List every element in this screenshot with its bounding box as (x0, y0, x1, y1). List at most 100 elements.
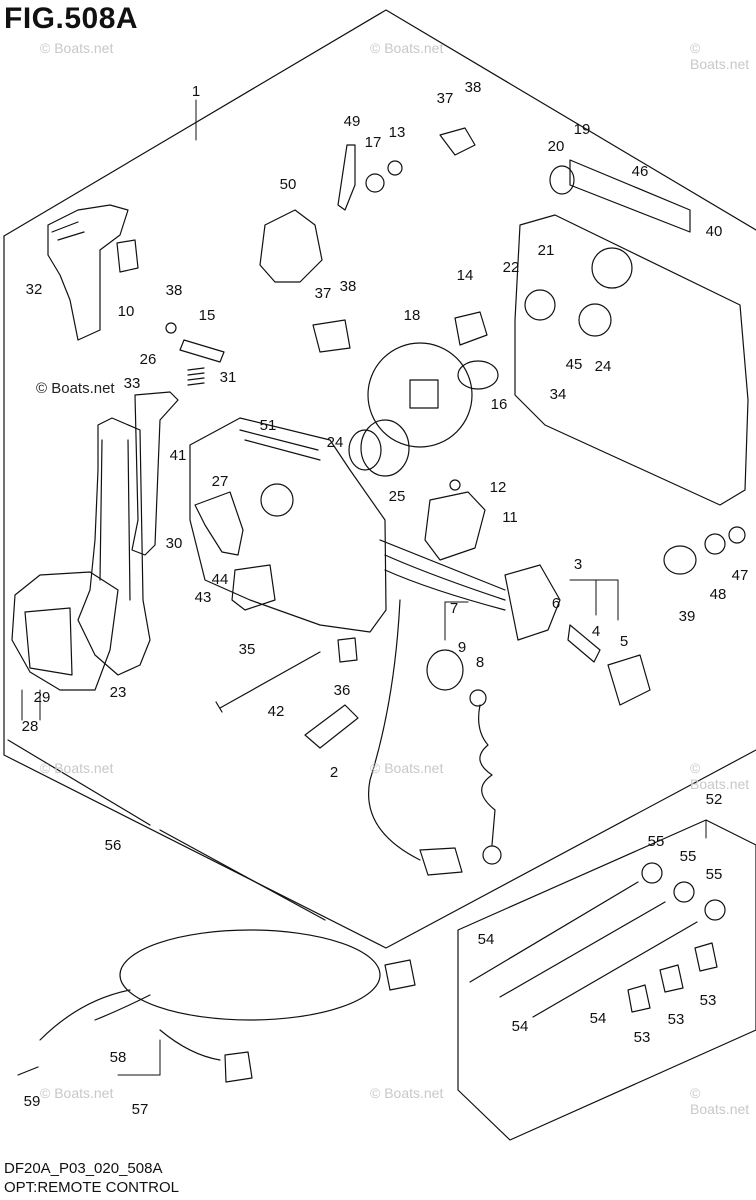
lever-49 (337, 144, 356, 211)
washer-24 (348, 429, 382, 471)
figure-code: DF20A_P03_020_508A (4, 1160, 163, 1177)
watermark: © Boats.net (40, 760, 114, 776)
callout-31: 31 (220, 369, 237, 386)
pin-15 (179, 339, 225, 363)
assembly-outline (3, 9, 756, 237)
callout-54: 54 (478, 931, 495, 948)
watermark: © Boats.net (690, 760, 750, 792)
callout-59: 59 (24, 1093, 41, 1110)
callout-5: 5 (620, 633, 628, 650)
callout-58: 58 (110, 1049, 127, 1066)
wire-harness (379, 539, 506, 611)
washer-55b (673, 881, 695, 903)
callout-44: 44 (212, 571, 229, 588)
callout-11: 11 (502, 509, 518, 526)
washer-55c (704, 899, 726, 921)
watermark: © Boats.net (370, 40, 444, 56)
callout-39: 39 (679, 608, 696, 625)
washer-55a (641, 862, 663, 884)
callout-16: 16 (491, 396, 508, 413)
knob-5 (607, 654, 651, 706)
watermark: © Boats.net (690, 40, 750, 72)
bolt-54b (499, 901, 666, 998)
callout-24: 24 (327, 434, 344, 451)
washer-25 (360, 419, 410, 477)
callout-27: 27 (212, 473, 229, 490)
callout-23: 23 (110, 684, 127, 701)
callout-38: 38 (465, 79, 482, 96)
callout-53: 53 (634, 1029, 651, 1046)
part-36 (337, 637, 358, 663)
watermark: © Boats.net (40, 40, 114, 56)
callout-13: 13 (389, 124, 406, 141)
screw-59 (17, 1066, 39, 1076)
cap-10 (116, 239, 139, 273)
callout-48: 48 (710, 586, 727, 603)
callout-32: 32 (26, 281, 43, 298)
plate-2 (304, 704, 359, 749)
callout-38: 38 (340, 278, 357, 295)
spacer-53b (659, 964, 684, 993)
part-14 (454, 311, 488, 346)
bolt-42 (219, 651, 321, 709)
callout-43: 43 (195, 589, 212, 606)
washer-16 (457, 360, 499, 390)
nut-47 (728, 526, 746, 544)
harness-57 (119, 929, 381, 1021)
callout-53: 53 (700, 992, 717, 1009)
spring-31 (187, 367, 205, 386)
bolt-54c (532, 921, 698, 1018)
figure-title: FIG.508A (4, 2, 139, 35)
buzzer-11 (424, 491, 486, 561)
callout-26: 26 (140, 351, 157, 368)
callout-15: 15 (199, 307, 216, 324)
assembly-outline-lower (3, 235, 756, 949)
watermark: © Boats.net (40, 1085, 114, 1101)
callout-42: 42 (268, 703, 285, 720)
callout-49: 49 (344, 113, 361, 130)
callout-30: 30 (166, 535, 183, 552)
callout-20: 20 (548, 138, 565, 155)
lanyard (478, 704, 496, 846)
callout-40: 40 (706, 223, 723, 240)
clip-8 (469, 689, 487, 707)
callout-1: 1 (192, 83, 200, 100)
callout-41: 41 (170, 447, 187, 464)
callout-52: 52 (706, 791, 723, 808)
spacer-53a (627, 984, 651, 1013)
switch-6 (504, 564, 561, 641)
figure-description: OPT:REMOTE CONTROL (4, 1179, 180, 1196)
bracket-50 (259, 209, 323, 283)
clip-37a (439, 127, 476, 156)
washer-48 (704, 533, 726, 555)
clip-37b (312, 319, 351, 353)
callout-8: 8 (476, 654, 484, 671)
callout-34: 34 (550, 386, 567, 403)
callout-4: 4 (592, 623, 600, 640)
callout-53: 53 (668, 1011, 685, 1028)
callout-38: 38 (166, 282, 183, 299)
callout-37: 37 (315, 285, 332, 302)
callout-54: 54 (512, 1018, 529, 1035)
bracket-26 (131, 391, 179, 556)
callout-7: 7 (450, 600, 458, 617)
watermark: © Boats.net (370, 1085, 444, 1101)
plate-35 (231, 564, 276, 611)
gear-27 (194, 491, 244, 556)
callout-57: 57 (132, 1101, 149, 1118)
callout-10: 10 (118, 303, 135, 320)
plate-19 (569, 159, 691, 233)
callout-55: 55 (680, 848, 697, 865)
callout-56: 56 (105, 837, 122, 854)
callout-37: 37 (437, 90, 454, 107)
callout-19: 19 (574, 121, 591, 138)
callout-55: 55 (706, 866, 723, 883)
spacer-53c (694, 942, 718, 972)
callout-21: 21 (538, 242, 555, 259)
callout-24: 24 (595, 358, 612, 375)
drum-18 (367, 342, 473, 448)
side-cover (514, 214, 749, 506)
part-9 (426, 649, 464, 691)
callout-55: 55 (648, 833, 665, 850)
housing-51 (189, 417, 387, 633)
